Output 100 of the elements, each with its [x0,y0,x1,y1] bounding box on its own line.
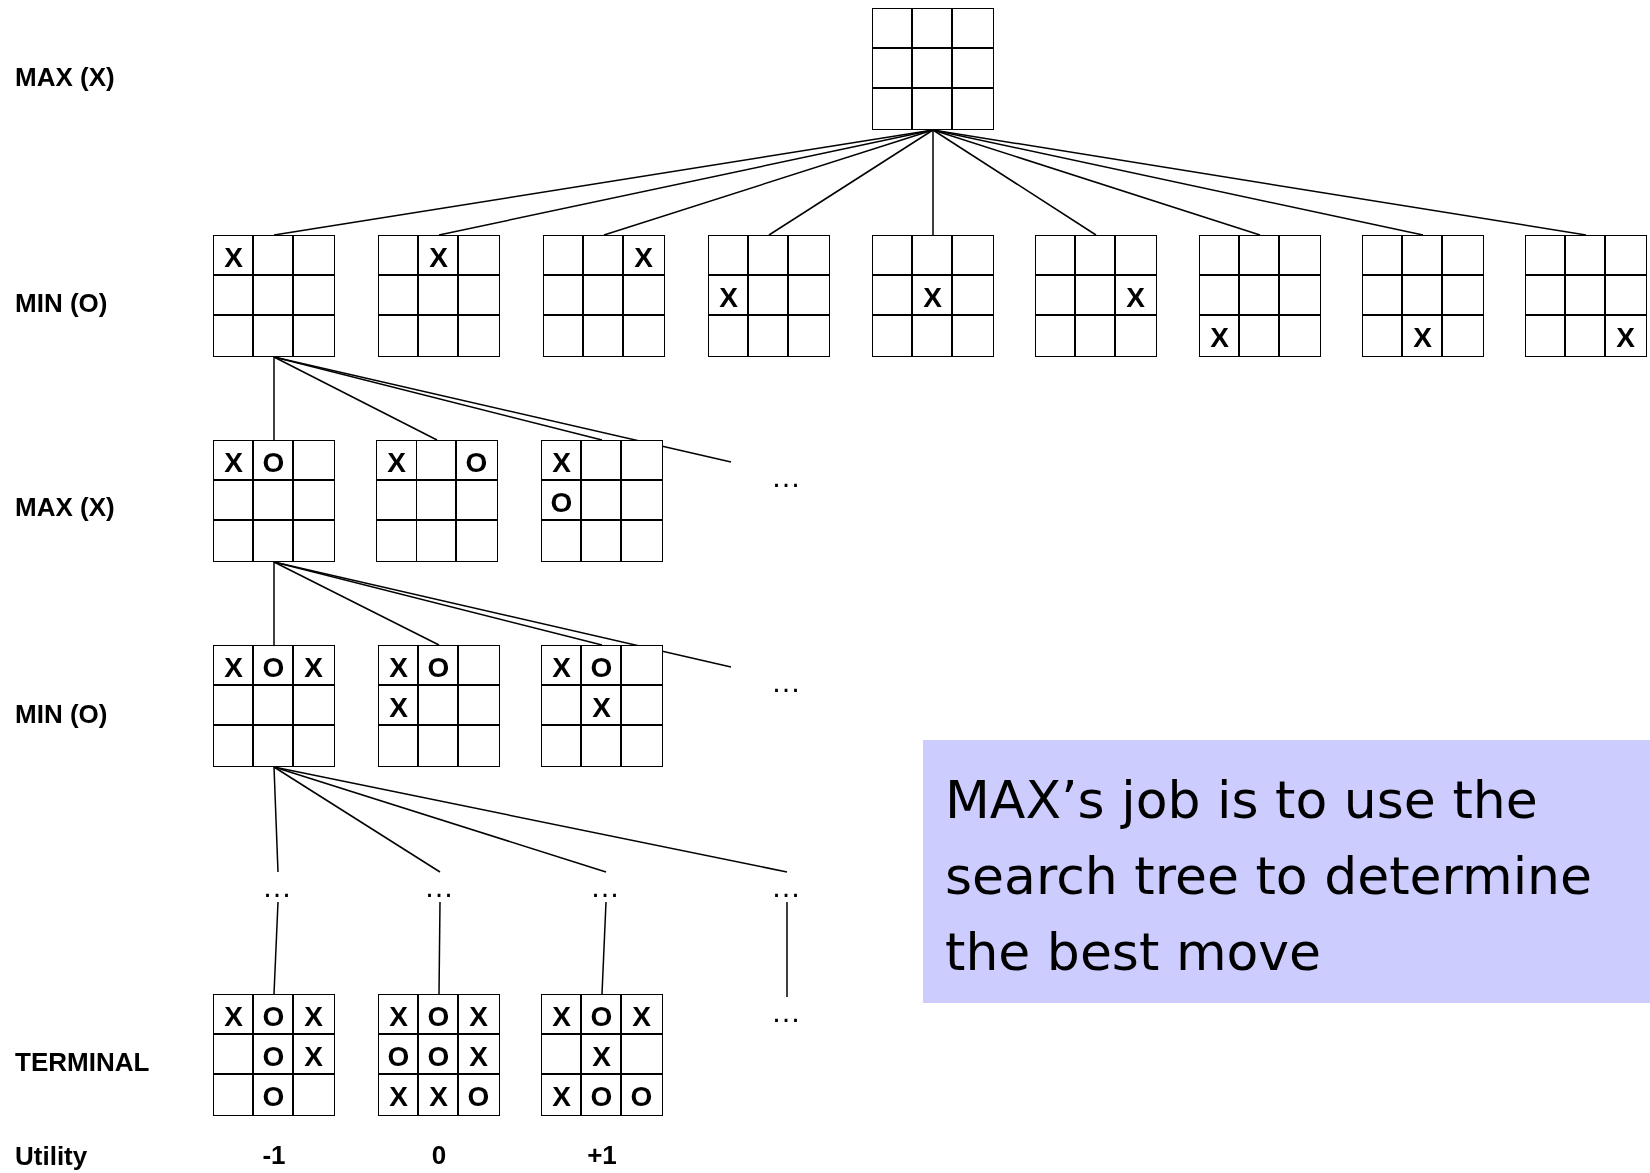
board-mark: O [387,1043,410,1071]
board-mark: O [630,1083,653,1111]
game-board [213,645,335,767]
game-board [541,440,663,562]
level-label: MAX (X) [15,492,115,523]
board-mark: O [262,1003,285,1031]
board-mark: O [465,449,488,477]
board-mark: O [262,654,285,682]
game-board [543,235,665,357]
board-mark: X [469,1003,488,1031]
game-board [708,235,830,357]
board-mark: X [224,1003,243,1031]
level-label: MIN (O) [15,699,108,730]
utility-value: 0 [431,1140,447,1171]
tree-edge [273,901,279,995]
tree-edge [768,129,934,236]
board-mark: O [590,1003,613,1031]
board-mark: X [552,1083,571,1111]
tree-edge [786,901,788,998]
board-mark: X [389,1083,408,1111]
game-board [378,645,500,767]
board-mark: X [1413,324,1432,352]
level-label: MIN (O) [15,288,108,319]
tree-edge [273,766,607,873]
board-mark: X [923,284,942,312]
board-mark: X [1210,324,1229,352]
board-mark: X [304,1003,323,1031]
board-mark: X [469,1043,488,1071]
board-mark: X [387,449,406,477]
game-board [1362,235,1484,357]
board-mark: X [224,654,243,682]
board-mark: X [1126,284,1145,312]
tree-edge [438,901,441,995]
tree-edge [273,356,275,441]
tree-edge [273,766,441,873]
ellipsis: … [771,462,803,492]
tree-edge [601,901,607,995]
utility-value: -1 [262,1140,286,1171]
board-mark: O [427,654,450,682]
board-mark: O [467,1083,490,1111]
board-mark: X [634,244,653,272]
level-label: MAX (X) [15,62,115,93]
game-board [1035,235,1157,357]
board-mark: O [590,654,613,682]
game-board [1525,235,1647,357]
board-mark: X [592,1043,611,1071]
board-mark: X [719,284,738,312]
game-board [378,994,500,1116]
ellipsis: … [771,872,803,902]
game-board [376,440,498,562]
board-mark: X [304,1043,323,1071]
board-mark: X [429,1083,448,1111]
level-label: TERMINAL [15,1047,150,1078]
game-board [213,994,335,1116]
board-mark: O [262,449,285,477]
tree-edge [273,766,279,873]
board-mark: O [427,1003,450,1031]
ellipsis: … [262,872,294,902]
ellipsis: … [771,997,803,1027]
board-mark: X [389,654,408,682]
board-mark: X [224,244,243,272]
tree-edge [603,129,934,236]
board-mark: O [262,1043,285,1071]
game-board [541,645,663,767]
game-board [1199,235,1321,357]
tree-edge [932,129,934,236]
ellipsis: … [771,667,803,697]
board-mark: X [389,694,408,722]
board-mark: O [427,1043,450,1071]
game-board [872,235,994,357]
board-mark: X [304,654,323,682]
board-mark: O [550,489,573,517]
board-mark: X [224,449,243,477]
callout-text: MAX’s job is to use the search tree to determine the best move [945,770,1593,982]
tree-edge [273,561,732,668]
board-mark: X [592,694,611,722]
board-mark: X [552,449,571,477]
board-mark: O [262,1083,285,1111]
utility-value: +1 [587,1140,617,1171]
tree-edge [273,561,440,646]
callout-box [923,740,1650,1003]
game-board [872,8,994,130]
game-board [541,994,663,1116]
board-mark: X [552,654,571,682]
board-mark: X [1616,324,1635,352]
tree-edge [273,356,438,441]
game-board [213,235,335,357]
board-mark: O [590,1083,613,1111]
board-mark: X [552,1003,571,1031]
game-board [213,440,335,562]
ellipsis: … [424,872,456,902]
tree-edge [273,561,275,646]
ellipsis: … [590,872,622,902]
level-label: Utility [15,1141,88,1172]
tree-edge [273,356,732,463]
tree-edge [932,129,1097,236]
board-mark: X [632,1003,651,1031]
board-mark: X [389,1003,408,1031]
game-board [378,235,500,357]
tree-edge [932,129,1261,236]
